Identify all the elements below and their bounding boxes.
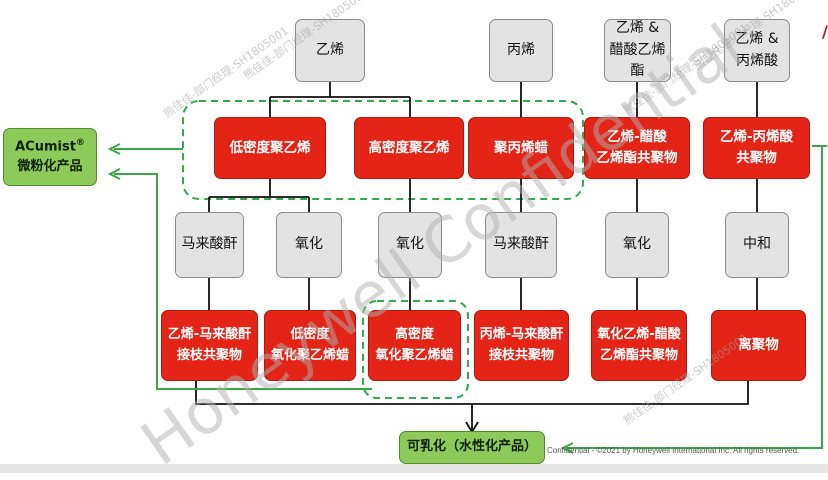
process-oxidation-2-label: 氧化	[396, 236, 424, 253]
product-pp-maleic-graft: 丙烯-马来酸酐 接枝共聚物	[474, 310, 569, 381]
process-maleic-1-label: 马来酸酐	[181, 236, 238, 253]
product-pp-maleic-line2: 接枝共聚物	[488, 347, 554, 363]
process-neutralization: 中和	[725, 212, 789, 278]
polymer-ldpe: 低密度聚乙烯	[214, 117, 326, 179]
polymer-hdpe: 高密度聚乙烯	[354, 117, 464, 179]
monomer-eva-line1: 乙烯 &	[615, 19, 660, 36]
monomer-propylene-label: 丙烯	[507, 41, 535, 58]
product-ox-hdpe-line2: 氧化聚乙烯蜡	[375, 347, 454, 363]
output-emulsifiable: 可乳化（水性化产品）	[399, 431, 545, 464]
product-ox-hdpe-line1: 高密度	[394, 327, 434, 343]
polymer-eaa-line2: 共聚物	[736, 150, 777, 166]
product-ox-ldpe-line2: 氧化聚乙烯蜡	[270, 347, 349, 363]
product-ox-eva-line1: 氧化乙烯-醋酸	[597, 327, 681, 343]
monomer-ethylene: 乙烯	[295, 19, 365, 82]
monomer-eaa-line2: 丙烯酸	[736, 52, 778, 69]
polymer-eva-line2: 乙烯酯共聚物	[596, 150, 678, 166]
polymer-eaa: 乙烯-丙烯酸 共聚物	[703, 117, 810, 179]
process-maleic-2-label: 马来酸酐	[493, 236, 549, 253]
polymer-eaa-line1: 乙烯-丙烯酸	[719, 129, 794, 146]
polymer-eva-line1: 乙烯-醋酸	[607, 129, 667, 146]
product-oxidized-ldpe-wax: 低密度 氧化聚乙烯蜡	[264, 310, 356, 381]
process-oxidation-1: 氧化	[276, 212, 342, 278]
process-neutralization-label: 中和	[743, 236, 771, 253]
process-maleic-anhydride-2: 马来酸酐	[485, 212, 557, 278]
product-pe-maleic-graft: 乙烯-马来酸酐 接枝共聚物	[161, 310, 258, 381]
monomer-eva-line2: 醋酸乙烯酯	[609, 41, 666, 80]
corner-mark: /	[822, 22, 828, 41]
dashed-group-polyolefins	[182, 100, 584, 200]
polymer-eva: 乙烯-醋酸 乙烯酯共聚物	[584, 117, 690, 179]
polymer-pp-wax-label: 聚丙烯蜡	[494, 139, 548, 156]
monomer-eaa-line1: 乙烯 &	[735, 30, 779, 47]
process-maleic-anhydride-1: 马来酸酐	[175, 212, 244, 278]
product-ox-eva-line2: 乙烯酯共聚物	[599, 347, 678, 363]
dashed-group-ox-hdpe	[362, 300, 469, 399]
acumist-subtitle: 微粉化产品	[17, 159, 83, 175]
process-oxidation-2: 氧化	[378, 212, 442, 278]
product-ionomer-label: 离聚物	[738, 337, 779, 354]
polymer-hdpe-label: 高密度聚乙烯	[368, 139, 450, 156]
acumist-title: ACumist®	[15, 137, 85, 157]
confidential-footer: Confidential - ©2021 by Honeywell Intern…	[547, 446, 800, 455]
output-acumist: ACumist® 微粉化产品	[3, 128, 97, 186]
product-ionomer: 离聚物	[711, 310, 806, 381]
acumist-name: ACumist	[15, 139, 76, 155]
polymer-pp-wax: 聚丙烯蜡	[468, 117, 574, 179]
product-pe-maleic-line1: 乙烯-马来酸酐	[167, 327, 252, 343]
monomer-ethylene-vinyl-acetate: 乙烯 & 醋酸乙烯酯	[604, 19, 671, 82]
product-oxidized-hdpe-wax: 高密度 氧化聚乙烯蜡	[368, 310, 461, 381]
monomer-propylene: 丙烯	[489, 19, 553, 82]
process-oxidation-3-label: 氧化	[623, 236, 651, 253]
product-ox-ldpe-line1: 低密度	[290, 327, 330, 343]
registered-mark: ®	[75, 137, 85, 148]
bottom-bar	[0, 464, 828, 473]
product-pe-maleic-line2: 接枝共聚物	[176, 347, 242, 363]
monomer-ethylene-acrylic-acid: 乙烯 & 丙烯酸	[724, 19, 790, 82]
product-pp-maleic-line1: 丙烯-马来酸酐	[479, 327, 564, 343]
polymer-ldpe-label: 低密度聚乙烯	[229, 139, 311, 156]
emulsifiable-label: 可乳化（水性化产品）	[406, 439, 537, 455]
product-oxidized-eva: 氧化乙烯-醋酸 乙烯酯共聚物	[591, 310, 687, 381]
process-oxidation-3: 氧化	[605, 212, 669, 278]
monomer-ethylene-label: 乙烯	[316, 41, 344, 58]
process-oxidation-1-label: 氧化	[295, 236, 323, 253]
